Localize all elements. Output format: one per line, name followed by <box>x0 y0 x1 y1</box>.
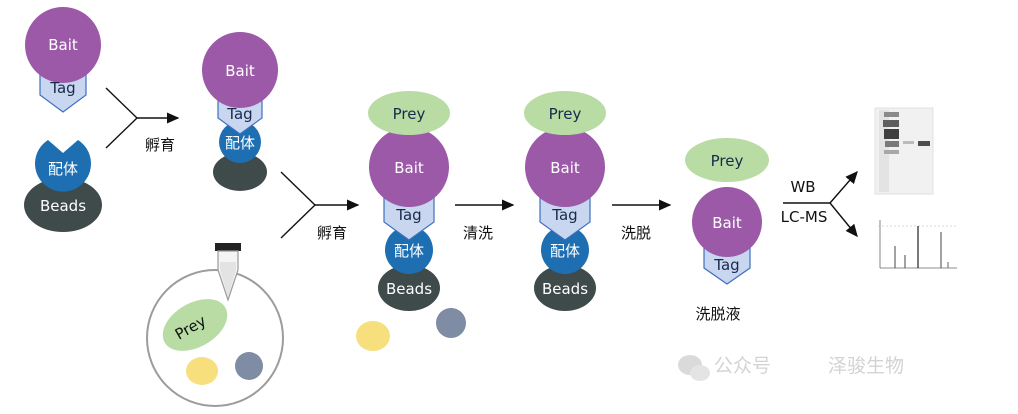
tag-label-5: Tag <box>713 256 739 274</box>
beads-label-3: Beads <box>386 280 432 298</box>
ligand-label-1: 配体 <box>48 160 78 178</box>
ligand-label-2: 配体 <box>225 134 255 152</box>
bait-3 <box>369 127 449 207</box>
tag-label-2: Tag <box>226 105 252 123</box>
wechat-icon <box>678 355 710 381</box>
ligand-beads-complex-1: 配体 Beads <box>24 140 102 232</box>
bait-1 <box>25 7 101 83</box>
prey-5 <box>685 138 769 182</box>
bait-label-2: Bait <box>225 62 255 80</box>
yellow-protein-lysate <box>186 357 218 385</box>
beads-4 <box>534 265 596 311</box>
yellow-protein-free <box>356 321 390 351</box>
prey-label-5: Prey <box>711 152 744 170</box>
western-blot-image <box>874 107 934 195</box>
ligand-label-4: 配体 <box>550 242 580 260</box>
washed-complex-4: Prey Bait Tag 配体 Beads <box>524 91 606 311</box>
beads-3 <box>378 265 440 311</box>
prey-4 <box>524 91 606 135</box>
watermark: 公众号 泽骏生物 <box>678 355 904 381</box>
pipette-icon <box>215 243 241 302</box>
split-arrow <box>783 170 858 238</box>
ligand-label-3: 配体 <box>394 242 424 260</box>
prey-label-3: Prey <box>393 105 426 123</box>
eluate-label: 洗脱液 <box>695 305 740 323</box>
bait-2 <box>202 32 278 108</box>
tag-label-1: Tag <box>49 79 75 97</box>
bait-label-3: Bait <box>394 159 424 177</box>
prey-label-4: Prey <box>549 105 582 123</box>
beads-2 <box>213 153 267 191</box>
wb-label: WB <box>790 178 815 196</box>
prey-lysate <box>162 299 228 351</box>
bait-bead-complex-2: Bait Tag 配体 <box>202 32 278 191</box>
lcms-label: LC-MS <box>781 208 828 226</box>
ligand-3 <box>385 226 433 274</box>
mass-spectrum-image <box>871 214 963 276</box>
ligand-1 <box>34 140 91 192</box>
cell-lysate: Prey <box>146 269 284 407</box>
beads-label-4: Beads <box>542 280 588 298</box>
ligand-2 <box>219 121 261 163</box>
ligand-4 <box>541 226 589 274</box>
beads-1 <box>24 178 102 232</box>
watermark-name: 泽骏生物 <box>828 355 904 377</box>
bait-5 <box>692 187 762 257</box>
bait-label-1: Bait <box>48 36 78 54</box>
step-elute: 洗脱 <box>621 224 651 242</box>
beads-label-1: Beads <box>40 197 86 215</box>
bait-4 <box>525 127 605 207</box>
slate-protein-lysate <box>235 352 263 380</box>
watermark-account: 公众号 <box>714 355 771 377</box>
merge-arrow-2 <box>280 171 360 239</box>
merge-arrow-1 <box>105 87 180 149</box>
tag-label-4: Tag <box>551 206 577 224</box>
bait-label-5: Bait <box>712 214 742 232</box>
prey-3 <box>368 91 450 135</box>
full-complex-3: Prey Bait Tag 配体 Beads <box>368 91 450 311</box>
step-incubate-1: 孵育 <box>145 136 175 154</box>
bait-label-4: Bait <box>550 159 580 177</box>
bait-tag-complex-1: Bait Tag <box>25 7 101 113</box>
tag-label-3: Tag <box>395 206 421 224</box>
eluted-complex-5: Prey Bait Tag <box>685 138 769 285</box>
step-wash: 清洗 <box>463 224 493 242</box>
step-incubate-2: 孵育 <box>317 224 347 242</box>
slate-protein-free <box>436 308 466 338</box>
